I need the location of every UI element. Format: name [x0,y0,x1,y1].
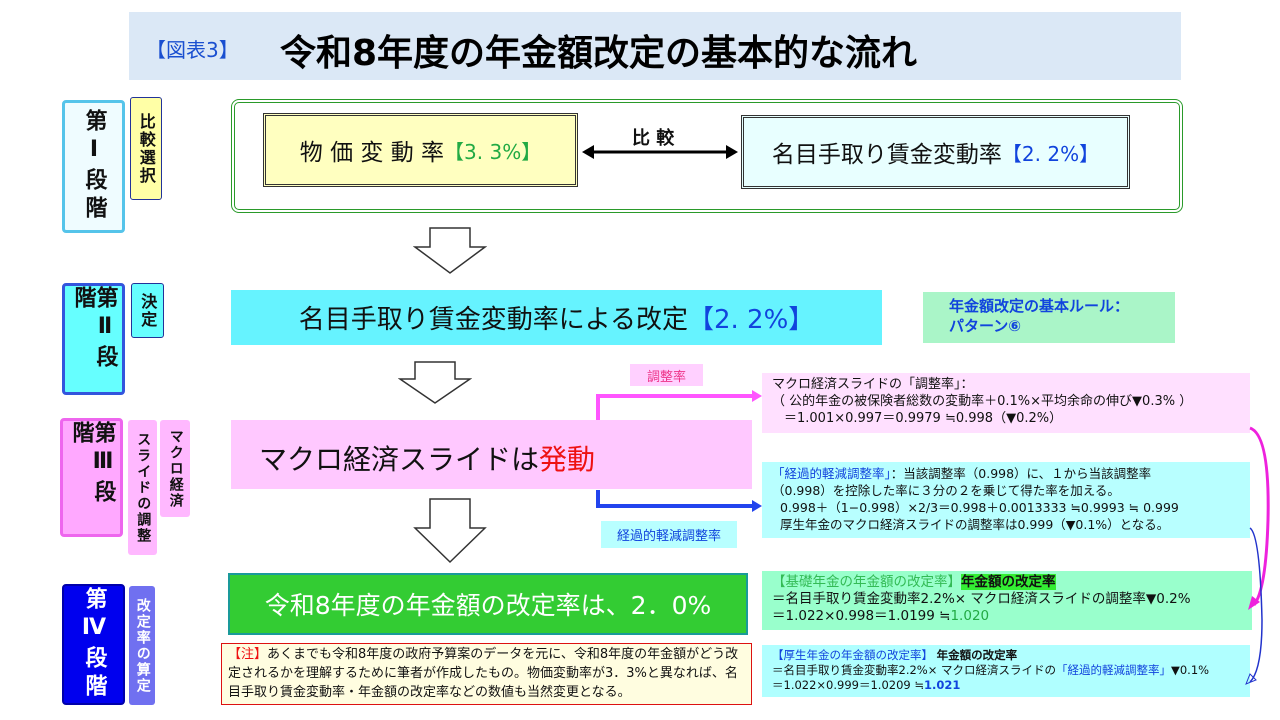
employee-line: ＝1.022×0.999＝1.0209 ≒ [772,678,925,692]
stage-3-sub-2: スライドの調整 [128,420,157,555]
price-label: 物 価 変 動 率 [299,140,445,166]
stage-3-label: 第Ⅲ段階 [60,418,123,537]
wage-value: 【2. 2%】 [1001,141,1100,166]
transitional-line: （0.998）を控除した率に３分の２を乗じて得た率を加える。 [772,483,1120,498]
employee-line: 「経過的軽減調整率」 [1056,663,1172,677]
employee-mark: 年金額の改定率 [936,648,1018,662]
connector-arrow-icon [596,390,762,512]
transitional-line: 0.998＋（1−0.998）×2/3＝0.998＋0.0013333 ≒0.9… [780,500,1179,515]
down-arrow-icon [413,227,487,274]
down-arrow-icon [413,498,487,564]
wage-change-box: 名目手取り賃金変動率【2. 2%】 [741,115,1130,189]
figure-tag: 【図表3】 [146,38,239,62]
revision-rate-box: 令和8年度の年金額の改定率は、2．0% [228,573,748,635]
page-title: 令和8年度の年金額改定の基本的な流れ [280,33,918,74]
note-text: あくまでも令和8年度の政府予算案のデータを元に、令和8年度の年金額がどう改定され… [228,647,739,700]
employee-line: ▼0.1% [1171,663,1210,677]
employee-pension-box: 【厚生年金の年金額の改定率】 年金額の改定率 ＝名目手取り賃金変動率2.2%× … [762,645,1250,697]
adjust-line: （ 公的年金の被保険者総数の変動率＋0.1%×平均余命の伸び▼0.3% ） [772,394,1193,409]
rule-line-1: 年金額改定の基本ルール： [949,297,1130,315]
stage-4-label: 第Ⅳ段階 [62,584,125,705]
stage-3-sub-1: マクロ経済 [160,420,190,517]
transitional-rate-box: 「経過的軽減調整率」：当該調整率（0.998）に、１から当該調整率 （0.998… [762,462,1250,538]
macro-slide-box: マクロ経済スライドは発動 [231,420,752,489]
stage-2-value: 【2. 2%】 [687,305,815,335]
basic-line: ＝名目手取り賃金変動率2.2%× マクロ経済スライドの調整率▼0.2% [772,591,1191,607]
stage-2-band: 名目手取り賃金変動率による改定 【2. 2%】 [231,290,882,345]
price-value: 【3. 3%】 [444,139,542,164]
down-arrow-icon [398,361,472,404]
transitional-line: 厚生年金のマクロ経済スライドの調整率は0.999（▼0.1%）となる。 [780,517,1170,532]
title-banner [129,12,1181,80]
transitional-rate-tag: 経過的軽減調整率 [601,521,737,548]
macro-slide-text: マクロ経済スライドは [259,443,540,476]
basic-result: 1.020 [950,608,990,624]
adjust-rate-tag: 調整率 [630,364,703,386]
wage-label: 名目手取り賃金変動率 [771,142,1002,168]
employee-line: ＝名目手取り賃金変動率2.2%× マクロ経済スライドの [772,663,1057,677]
adjust-rate-box: マクロ経済スライドの「調整率」： （ 公的年金の被保険者総数の変動率＋0.1%×… [762,373,1250,433]
note-head: 【注】 [228,647,268,662]
transitional-line: ：当該調整率（0.998）に、１から当該調整率 [890,466,1152,481]
basic-mark: 年金額の改定率 [961,574,1056,590]
basic-pension-box: 【基礎年金の年金額の改定率】年金額の改定率 ＝名目手取り賃金変動率2.2%× マ… [762,571,1252,630]
adjust-line: マクロ経済スライドの「調整率」： [772,377,974,392]
employee-result: 1.021 [924,678,961,692]
compare-double-arrow [582,145,738,159]
stage-2-sub: 決定 [131,283,164,338]
stage-4-sub: 改定率の算定 [129,586,155,705]
transitional-head: 「経過的軽減調整率」 [772,466,891,481]
price-change-box: 物 価 変 動 率【3. 3%】 [263,113,578,187]
stage-1-sub: 比較選択 [130,97,162,200]
stage-2-text: 名目手取り賃金変動率による改定 [298,305,688,335]
stage-1-frame [231,99,1183,213]
rule-line-2: パターン⑥ [949,317,1021,335]
macro-slide-status: 発動 [539,443,596,476]
curved-arrow-icon [1245,426,1270,685]
basic-head: 【基礎年金の年金額の改定率】 [772,574,961,590]
note-box: 【注】あくまでも令和8年度の政府予算案のデータを元に、令和8年度の年金額がどう改… [221,643,752,705]
adjust-line: ＝1.001×0.997＝0.9979 ≒0.998（▼0.2%） [784,411,1063,426]
basic-line: ＝1.022×0.998＝1.0199 ≒ [772,608,951,624]
employee-head: 【厚生年金の年金額の改定率】 [772,648,933,662]
compare-label: 比 較 [632,128,675,149]
stage-2-label: 第Ⅱ段階 [62,283,125,395]
basic-rule-box: 年金額改定の基本ルール： パターン⑥ [923,292,1175,343]
stage-1-label: 第Ⅰ段階 [62,100,125,233]
